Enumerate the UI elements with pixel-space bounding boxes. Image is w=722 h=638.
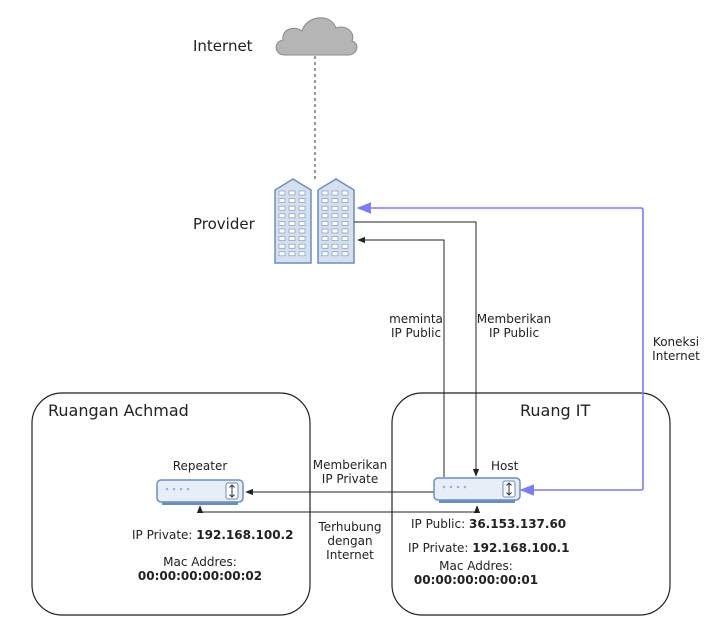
ip-private-value: 192.168.100.2 [196, 528, 294, 542]
ip-public-value: 36.153.137.60 [468, 517, 567, 531]
room-title-ruang-it: Ruang IT [520, 401, 591, 420]
edge-meminta-ip-public [357, 236, 445, 477]
edge-label-line: dengan [327, 534, 373, 548]
host-device-icon [433, 477, 521, 503]
repeater-ip-private: IP Private: 192.168.100.2 [132, 528, 293, 542]
repeater-device-icon [156, 479, 244, 505]
cloud-icon [275, 17, 358, 56]
mac-label: Mac Addres: [163, 555, 237, 569]
ip-public-label: IP Public: [411, 517, 466, 531]
mac-value: 00:00:00:00:00:02 [137, 569, 263, 583]
edge-label-line: IP Private [321, 472, 379, 486]
edge-label-koneksi-internet: Koneksi Internet [652, 335, 700, 363]
room-ruangan-achmad [31, 392, 311, 616]
host-ip-public: IP Public: 36.153.137.60 [411, 517, 566, 531]
edge-label-line: IP Public [488, 326, 540, 340]
ip-private-label: IP Private: [408, 541, 469, 555]
edge-label-line: Koneksi [652, 335, 700, 349]
room-title-ruangan-achmad: Ruangan Achmad [48, 401, 189, 420]
mac-label: Mac Addres: [439, 559, 513, 573]
edge-terhubung-internet [196, 505, 481, 514]
edge-label-line: IP Public [390, 326, 442, 340]
host-name: Host [491, 459, 519, 473]
provider-label: Provider [193, 215, 255, 233]
edge-label-line: Internet [652, 349, 700, 363]
host-ip-private: IP Private: 192.168.100.1 [408, 541, 569, 555]
edge-memberikan-ip-public [354, 221, 480, 477]
edge-label-meminta: meminta IP Public [389, 312, 443, 340]
edge-label-terhubung: Terhubung dengan Internet [318, 520, 381, 562]
edge-label-line: meminta [389, 312, 443, 326]
repeater-mac: Mac Addres: 00:00:00:00:00:02 [138, 555, 262, 583]
ip-private-value: 192.168.100.1 [472, 541, 570, 555]
edge-label-line: Memberikan [476, 312, 552, 326]
edge-label-memberikan-public: Memberikan IP Public [477, 312, 551, 340]
repeater-name: Repeater [172, 459, 228, 473]
mac-value: 00:00:00:00:00:01 [413, 573, 539, 587]
host-mac: Mac Addres: 00:00:00:00:00:01 [414, 559, 538, 587]
ip-private-label: IP Private: [132, 528, 193, 542]
edge-koneksi-internet [356, 202, 644, 496]
edge-label-memberikan-private: Memberikan IP Private [313, 458, 387, 486]
edge-label-line: Terhubung [318, 520, 382, 534]
edge-label-line: Memberikan [312, 458, 388, 472]
edge-label-line: Internet [326, 548, 374, 562]
building-icon [274, 178, 355, 264]
internet-label: Internet [193, 37, 253, 55]
